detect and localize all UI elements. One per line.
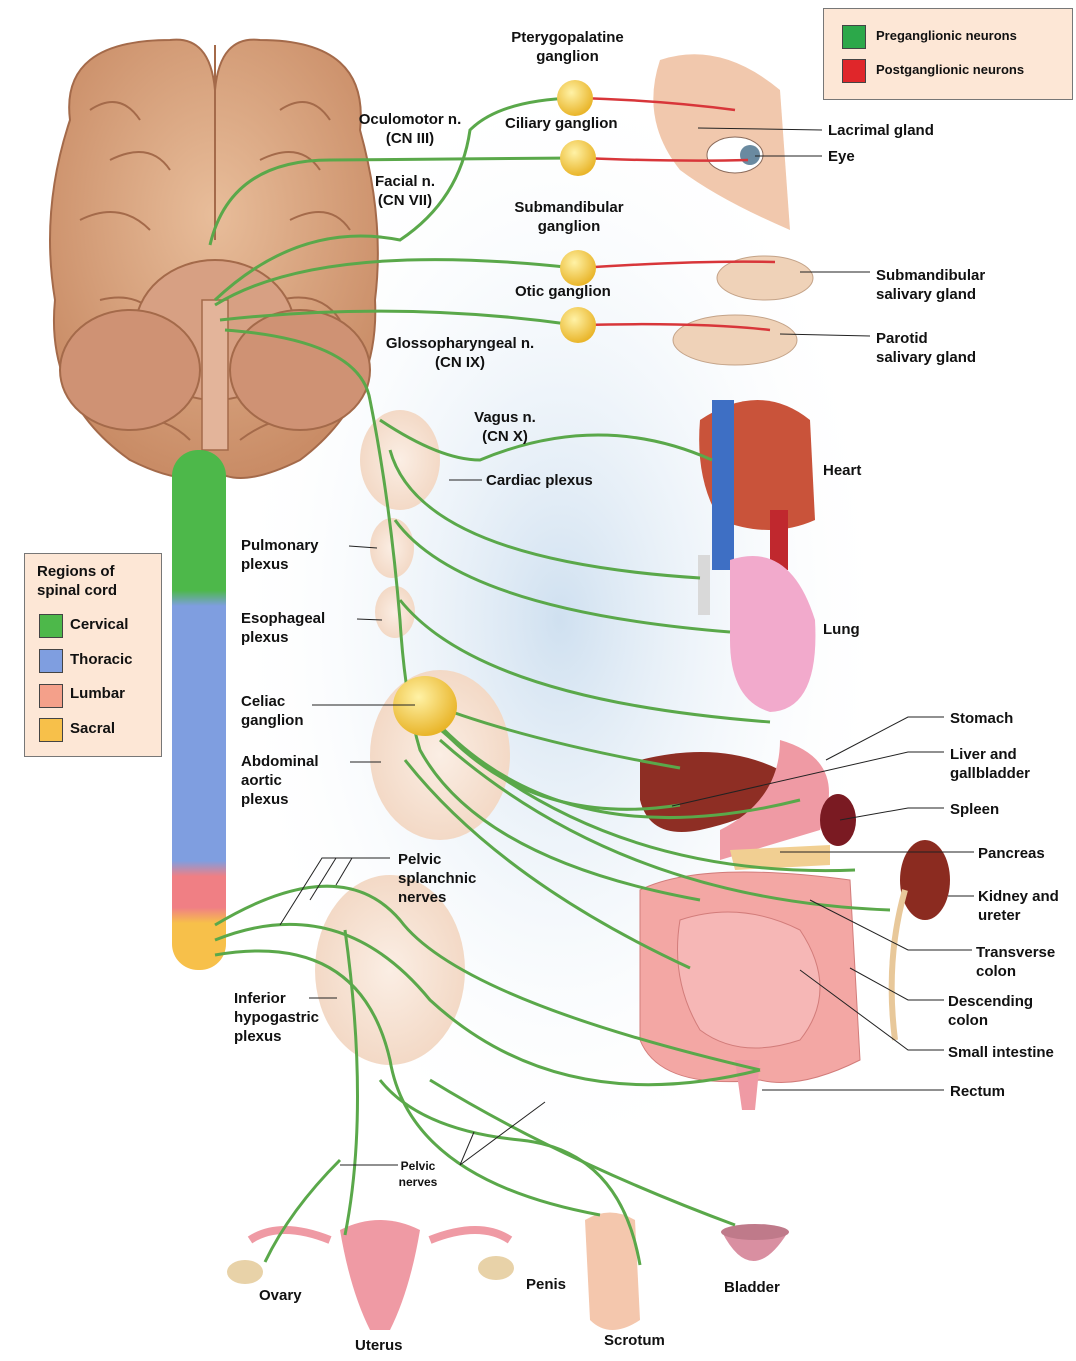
- label-parotid-gland: Parotid salivary gland: [876, 329, 976, 367]
- sacral-label: Sacral: [70, 720, 115, 737]
- label-pancreas: Pancreas: [978, 844, 1045, 863]
- label-penis: Penis: [526, 1275, 566, 1294]
- label-glossopharyngeal-nerve: Glossopharyngeal n. (CN IX): [375, 334, 545, 372]
- label-ovary: Ovary: [259, 1286, 302, 1305]
- label-liver-gallbladder: Liver and gallbladder: [950, 745, 1030, 783]
- sacral-swatch: [39, 718, 63, 742]
- label-lung: Lung: [823, 620, 860, 639]
- label-pelvic-splanchnic-nerves: Pelvic splanchnic nerves: [398, 850, 476, 907]
- label-pelvic-nerves: Pelvic nerves: [388, 1158, 448, 1190]
- preganglionic-swatch: [842, 25, 866, 49]
- label-eye: Eye: [828, 147, 855, 166]
- label-facial-nerve: Facial n. (CN VII): [350, 172, 460, 210]
- label-inferior-hypogastric-plexus: Inferior hypogastric plexus: [234, 989, 319, 1046]
- label-vagus-nerve: Vagus n. (CN X): [460, 408, 550, 446]
- brain-illustration: [50, 40, 378, 478]
- thoracic-label: Thoracic: [70, 651, 133, 668]
- label-scrotum: Scrotum: [604, 1331, 665, 1350]
- cervical-swatch: [39, 614, 63, 638]
- label-pulmonary-plexus: Pulmonary plexus: [241, 536, 319, 574]
- label-heart: Heart: [823, 461, 861, 480]
- label-bladder: Bladder: [724, 1278, 780, 1297]
- preganglionic-label: Preganglionic neurons: [876, 28, 1017, 43]
- postganglionic-label: Postganglionic neurons: [876, 62, 1024, 77]
- label-small-intestine: Small intestine: [948, 1043, 1054, 1062]
- spinal-regions-legend: Regions of spinal cord Cervical Thoracic…: [24, 553, 162, 757]
- lumbar-swatch: [39, 684, 63, 708]
- spinal-cord: [172, 450, 226, 970]
- label-descending-colon: Descending colon: [948, 992, 1033, 1030]
- label-pterygopalatine-ganglion: Pterygopalatine ganglion: [495, 28, 640, 66]
- lumbar-label: Lumbar: [70, 685, 125, 702]
- label-stomach: Stomach: [950, 709, 1013, 728]
- regions-title: Regions of spinal cord: [37, 562, 117, 600]
- thoracic-swatch: [39, 649, 63, 673]
- label-abdominal-aortic-plexus: Abdominal aortic plexus: [241, 752, 319, 809]
- postganglionic-swatch: [842, 59, 866, 83]
- label-otic-ganglion: Otic ganglion: [515, 282, 611, 301]
- neuron-legend: Preganglionic neurons Postganglionic neu…: [823, 8, 1073, 100]
- cervical-label: Cervical: [70, 616, 128, 633]
- label-submandibular-ganglion: Submandibular ganglion: [500, 198, 638, 236]
- label-ciliary-ganglion: Ciliary ganglion: [505, 114, 618, 133]
- label-rectum: Rectum: [950, 1082, 1005, 1101]
- label-lacrimal-gland: Lacrimal gland: [828, 121, 934, 140]
- label-spleen: Spleen: [950, 800, 999, 819]
- label-esophageal-plexus: Esophageal plexus: [241, 609, 325, 647]
- label-celiac-ganglion: Celiac ganglion: [241, 692, 304, 730]
- label-cardiac-plexus: Cardiac plexus: [486, 471, 593, 490]
- label-kidney-ureter: Kidney and ureter: [978, 887, 1059, 925]
- label-uterus: Uterus: [355, 1336, 403, 1355]
- label-submandibular-gland: Submandibular salivary gland: [876, 266, 985, 304]
- label-oculomotor-nerve: Oculomotor n. (CN III): [340, 110, 480, 148]
- label-transverse-colon: Transverse colon: [976, 943, 1055, 981]
